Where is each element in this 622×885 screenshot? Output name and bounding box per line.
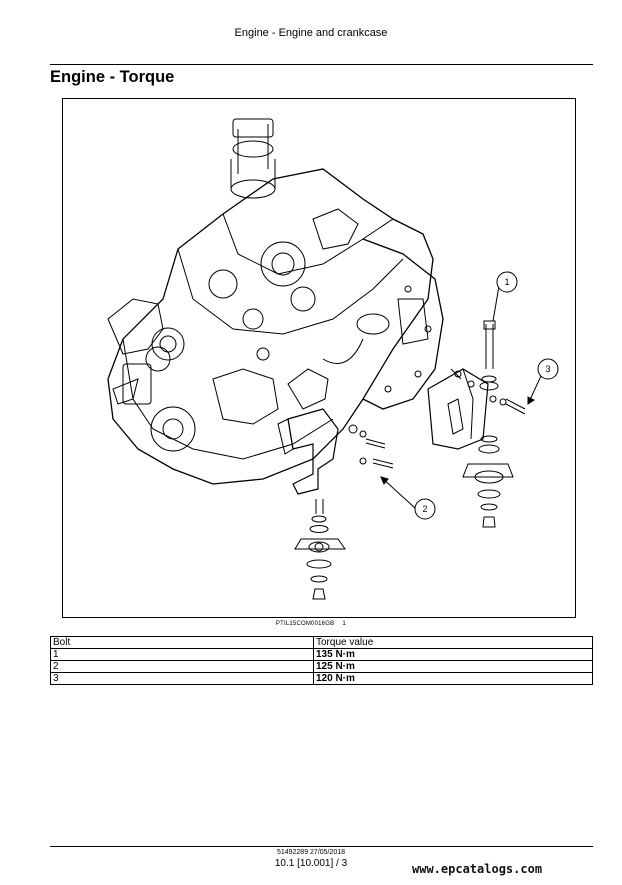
table-row: 2 125 N·m <box>50 660 593 673</box>
section-title: Engine - Torque <box>50 68 175 86</box>
figure-caption: PTIL15COM0016GB 1 <box>0 620 622 627</box>
table-row: 1 135 N·m <box>50 648 593 661</box>
running-header: Engine - Engine and crankcase <box>234 27 388 39</box>
callout-1: 1 <box>492 271 518 322</box>
engine-figure: 1 2 3 <box>62 98 576 618</box>
left-engine-mount <box>277 408 394 600</box>
callout-2: 2 <box>380 476 436 520</box>
engine-block <box>107 118 434 485</box>
bolt-cell: 2 <box>50 660 314 673</box>
watermark-link[interactable]: www.epcatalogs.com <box>412 862 543 876</box>
bolt-cell: 1 <box>50 648 314 661</box>
header-torque-value: Torque value <box>313 636 593 649</box>
table-header-row: Bolt Torque value <box>50 636 593 649</box>
bolt-cell: 3 <box>50 672 314 685</box>
torque-cell: 120 N·m <box>313 672 593 685</box>
flywheel-housing <box>362 238 444 410</box>
figure-code: PTIL15COM0016GB <box>275 621 335 627</box>
callout-1-label: 1 <box>504 277 509 287</box>
figure-number: 1 <box>342 620 347 627</box>
header-rule <box>50 64 593 65</box>
callout-3: 3 <box>527 358 559 405</box>
page-reference: 10.1 [10.001] / 3 <box>274 858 348 869</box>
table-row: 3 120 N·m <box>50 672 593 685</box>
callout-3-label: 3 <box>545 364 550 374</box>
callout-2-label: 2 <box>422 504 427 514</box>
footer-rule <box>50 846 593 847</box>
torque-cell: 135 N·m <box>313 648 593 661</box>
engine-drawing: 1 2 3 <box>107 118 559 600</box>
torque-table: Bolt Torque value 1 135 N·m 2 125 N·m 3 … <box>50 636 593 685</box>
right-engine-mount <box>427 320 526 528</box>
document-reference: 51492289 27/05/2018 <box>276 849 346 856</box>
torque-cell: 125 N·m <box>313 660 593 673</box>
header-bolt: Bolt <box>50 636 314 649</box>
